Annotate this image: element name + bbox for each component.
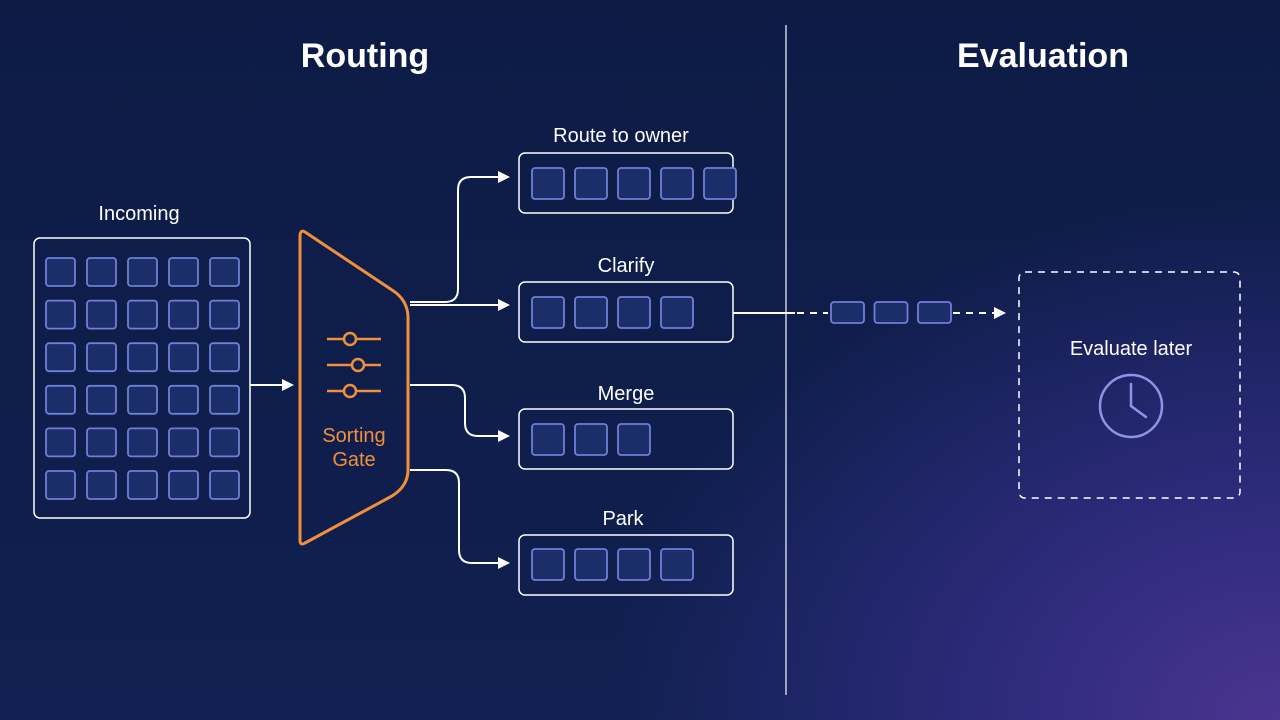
- queue-item: [574, 167, 608, 200]
- incoming-item: [45, 257, 76, 287]
- incoming-item: [45, 470, 76, 500]
- incoming-item: [209, 257, 240, 287]
- incoming-item: [86, 342, 117, 373]
- merge-label: Merge: [598, 383, 655, 405]
- incoming-item: [168, 427, 199, 458]
- incoming-item: [127, 342, 158, 373]
- clock-icon: [1098, 373, 1164, 439]
- sorting-gate: [298, 229, 410, 546]
- park-label: Park: [602, 508, 644, 530]
- incoming-item: [209, 384, 240, 415]
- queue-item: [531, 167, 565, 200]
- merge-items: [531, 423, 651, 456]
- incoming-item: [209, 342, 240, 373]
- incoming-item: [209, 299, 240, 330]
- queue-item: [574, 548, 608, 581]
- transit-item: [917, 301, 952, 324]
- queue-item: [531, 296, 565, 329]
- incoming-item: [168, 257, 199, 287]
- queue-item: [574, 296, 608, 329]
- incoming-panel: [33, 237, 251, 519]
- queue-item: [617, 548, 651, 581]
- incoming-item: [168, 342, 199, 373]
- incoming-item: [45, 342, 76, 373]
- incoming-grid: [45, 257, 240, 500]
- incoming-item: [127, 427, 158, 458]
- clarify-items: [531, 296, 694, 329]
- incoming-item: [209, 470, 240, 500]
- queue-item: [660, 167, 694, 200]
- route-to-owner-label: Route to owner: [553, 125, 689, 147]
- gate-label-line2: Gate: [332, 449, 375, 471]
- sliders-icon: [327, 331, 381, 399]
- park-queue: [518, 534, 734, 596]
- incoming-item: [86, 299, 117, 330]
- park-items: [531, 548, 694, 581]
- queue-item: [617, 296, 651, 329]
- queue-item: [617, 167, 651, 200]
- transit-items: [830, 301, 952, 324]
- incoming-item: [127, 384, 158, 415]
- routing-heading: Routing: [301, 37, 429, 75]
- incoming-item: [45, 427, 76, 458]
- incoming-label: Incoming: [98, 203, 179, 225]
- queue-item: [703, 167, 737, 200]
- queue-item: [531, 548, 565, 581]
- incoming-item: [168, 299, 199, 330]
- incoming-item: [86, 257, 117, 287]
- incoming-item: [86, 384, 117, 415]
- transit-item: [873, 301, 909, 324]
- incoming-item: [127, 299, 158, 330]
- connector-merge: [410, 384, 510, 442]
- queue-item: [531, 423, 565, 456]
- evaluation-heading: Evaluation: [957, 37, 1129, 75]
- connector-route-to-owner: [410, 171, 510, 303]
- incoming-item: [168, 470, 199, 500]
- incoming-item: [45, 299, 76, 330]
- queue-item: [617, 423, 651, 456]
- evaluate-later-box: [1018, 271, 1241, 499]
- queue-item: [574, 423, 608, 456]
- route-to-owner-items: [531, 167, 737, 200]
- evaluate-later-label: Evaluate later: [1070, 338, 1193, 360]
- incoming-item: [168, 384, 199, 415]
- merge-queue: [518, 408, 734, 470]
- incoming-item: [127, 470, 158, 500]
- transit-item: [830, 301, 865, 324]
- clarify-label: Clarify: [598, 255, 655, 277]
- incoming-item: [86, 427, 117, 458]
- incoming-item: [45, 384, 76, 415]
- incoming-item: [86, 470, 117, 500]
- gate-label-line1: Sorting: [322, 425, 385, 447]
- queue-item: [660, 296, 694, 329]
- connector-park: [410, 469, 510, 569]
- queue-item: [660, 548, 694, 581]
- incoming-item: [127, 257, 158, 287]
- incoming-item: [209, 427, 240, 458]
